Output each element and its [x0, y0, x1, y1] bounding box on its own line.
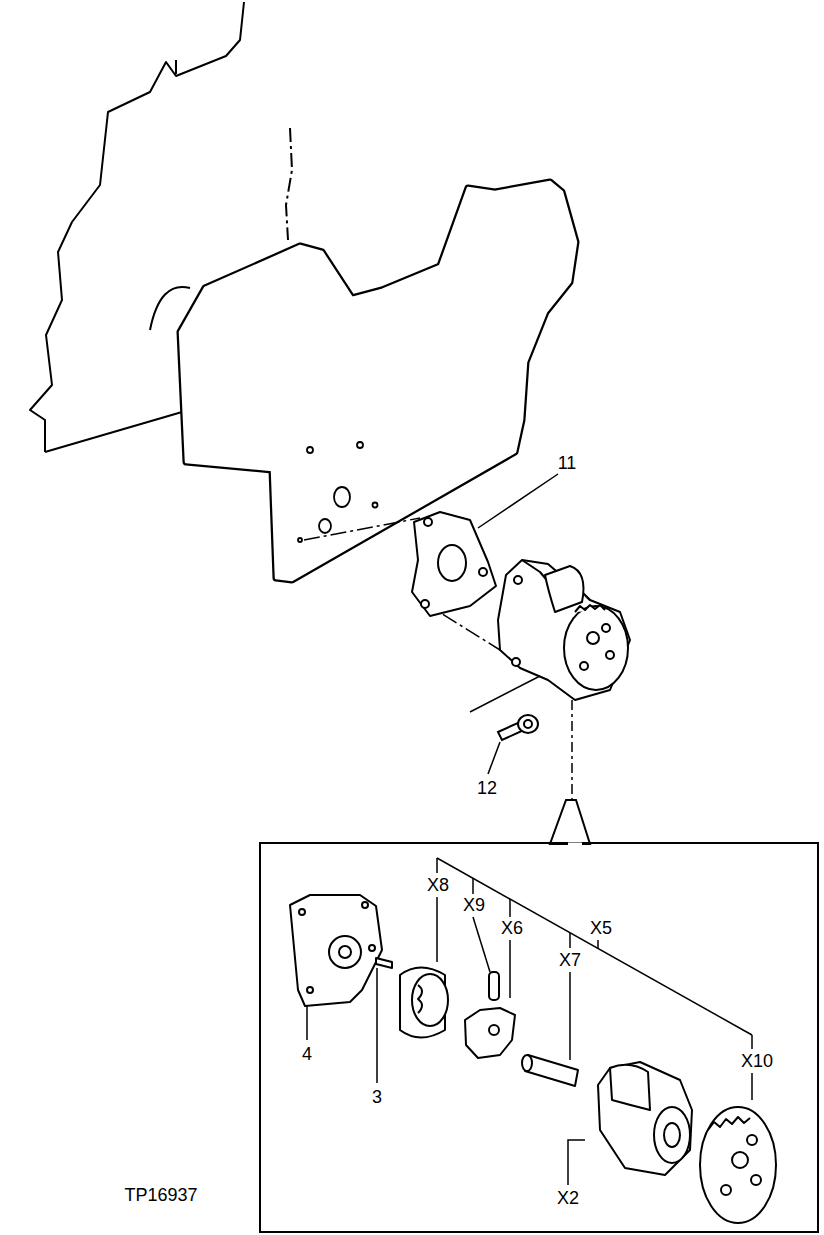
- callout-number: X5: [588, 918, 614, 938]
- callout-number: X7: [557, 950, 583, 970]
- pointer-join: [568, 843, 582, 846]
- callout-number: 3: [370, 1087, 384, 1107]
- callout-number: X2: [555, 1188, 581, 1208]
- figure-code: TP16937: [122, 1185, 199, 1205]
- leader-lines: [470, 474, 572, 800]
- callout-number: X6: [499, 918, 525, 938]
- callout-number: X8: [425, 875, 451, 895]
- gasket: [412, 512, 496, 616]
- detail-frame: [260, 843, 818, 1232]
- callout-number: 11: [556, 453, 579, 473]
- timing-cover: [180, 182, 576, 580]
- detail-pointer: [550, 800, 590, 844]
- pump-parts: [290, 895, 776, 1223]
- cap-screw: [498, 715, 538, 740]
- callout-number: 4: [300, 1044, 314, 1064]
- callout-number: X9: [461, 895, 487, 915]
- callout-number: 12: [475, 778, 499, 798]
- callout-number: X10: [739, 1051, 775, 1071]
- oil-pump: [498, 560, 630, 700]
